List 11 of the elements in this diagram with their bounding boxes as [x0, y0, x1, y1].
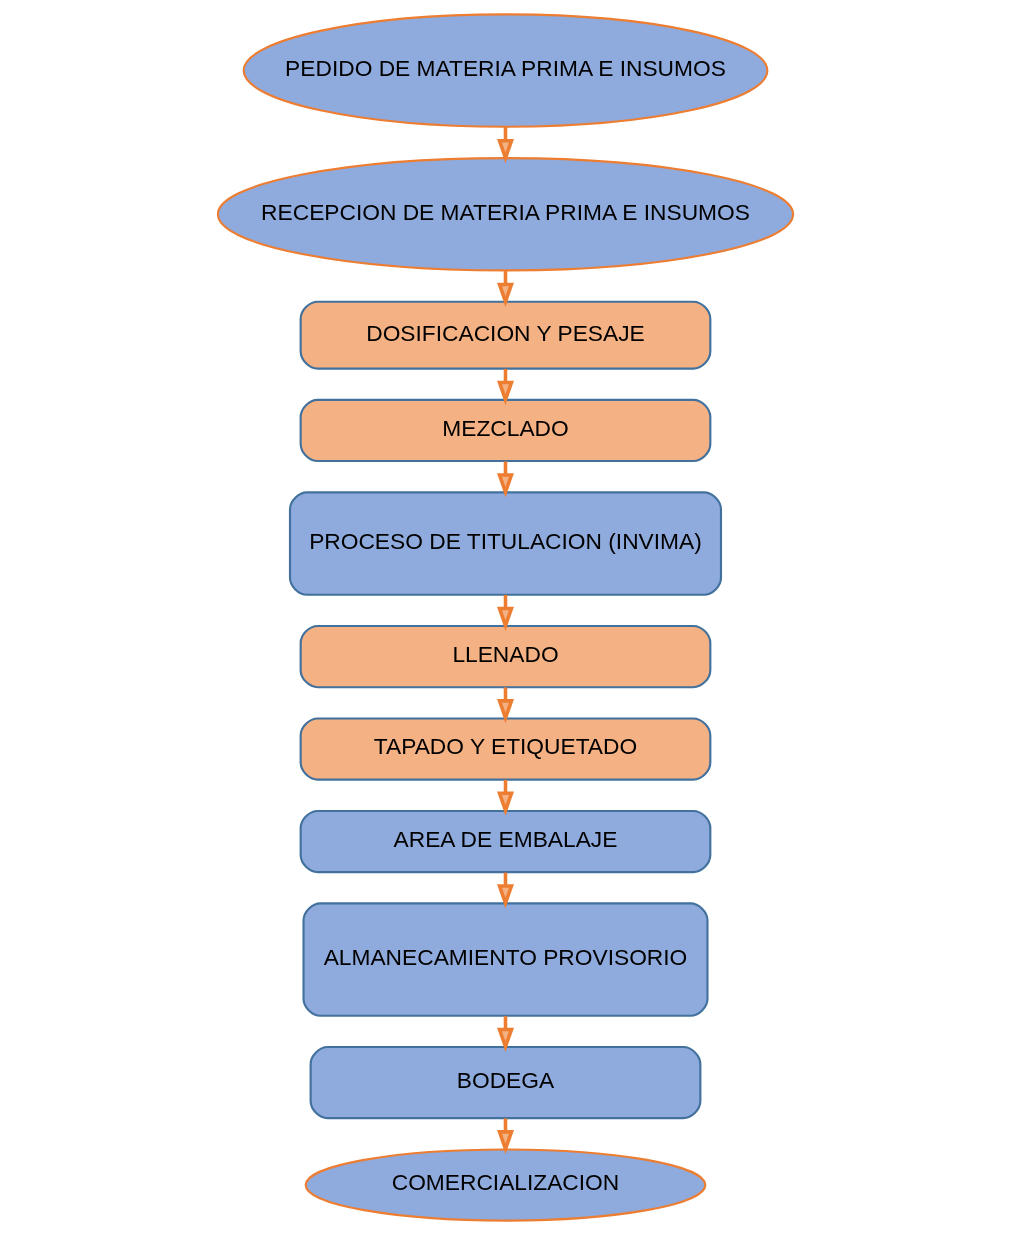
- node-ellipse: COMERCIALIZACION: [304, 1148, 707, 1222]
- node-box: MEZCLADO: [299, 398, 712, 463]
- node-ellipse: PEDIDO DE MATERIA PRIMA E INSUMOS: [242, 13, 769, 128]
- node-ellipse: RECEPCION DE MATERIA PRIMA E INSUMOS: [216, 157, 795, 272]
- node-box: AREA DE EMBALAJE: [299, 809, 712, 874]
- node-box: DOSIFICACION Y PESAJE: [299, 300, 712, 370]
- node-box: PROCESO DE TITULACION (INVIMA): [288, 491, 723, 596]
- node-box: ALMANECAMIENTO PROVISORIO: [302, 902, 709, 1017]
- node-box: TAPADO Y ETIQUETADO: [299, 717, 712, 781]
- node-box: BODEGA: [309, 1046, 702, 1120]
- node-box: LLENADO: [299, 624, 712, 689]
